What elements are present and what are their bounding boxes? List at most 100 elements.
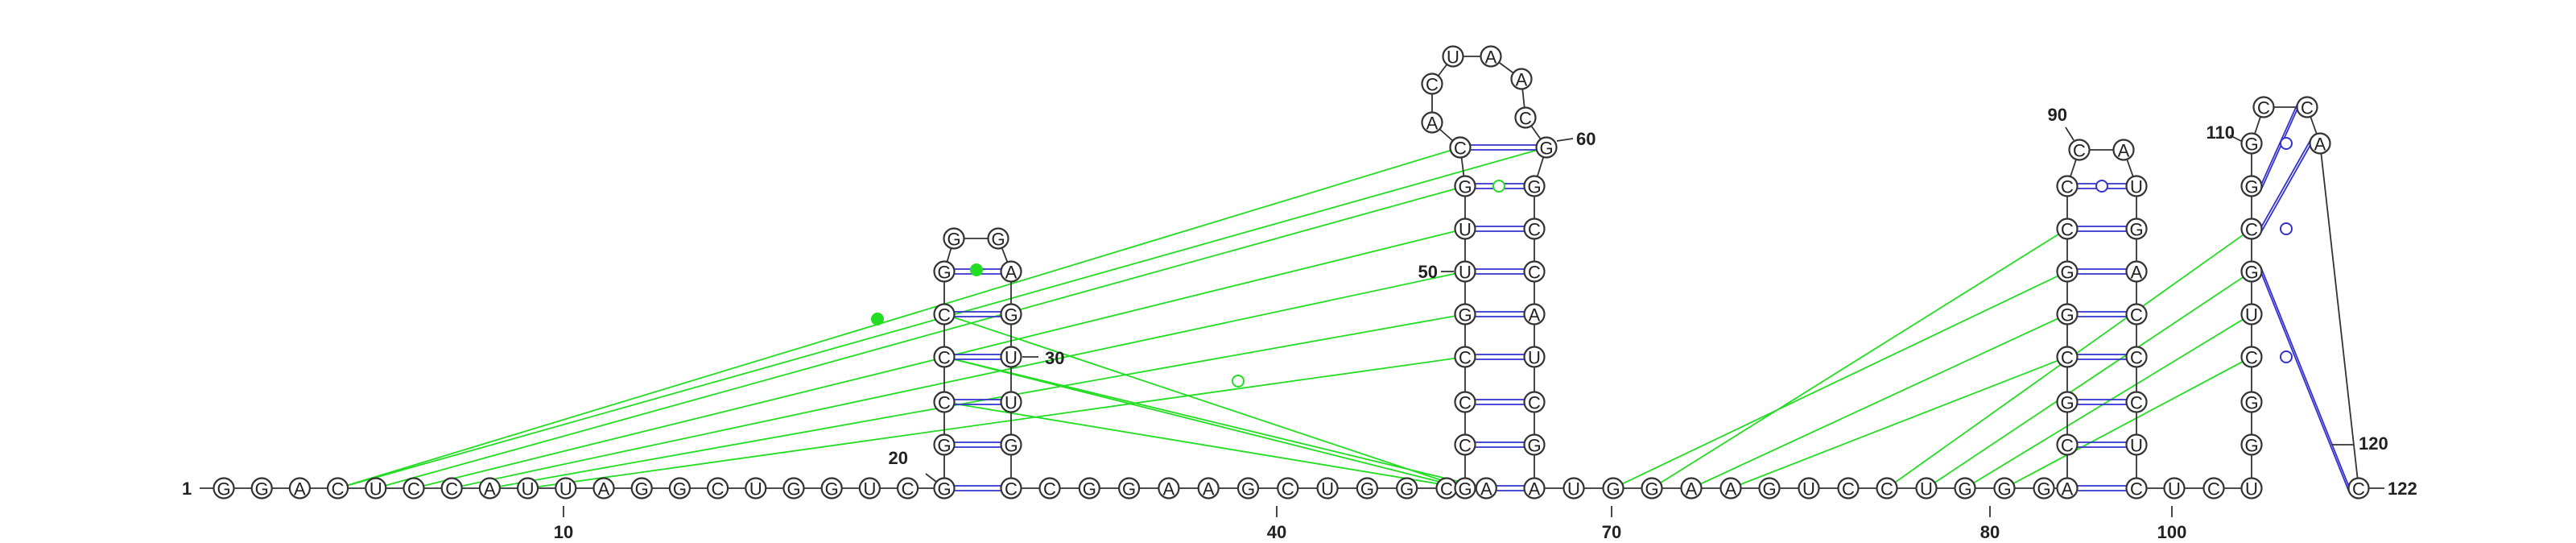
svg-text:G: G — [2244, 393, 2258, 413]
svg-text:C: C — [1842, 479, 1855, 499]
svg-text:C: C — [2245, 348, 2258, 368]
nucleotide: G — [2240, 433, 2263, 456]
svg-text:A: A — [1163, 479, 1175, 499]
nucleotide: C — [933, 346, 956, 368]
nucleotide: C — [2056, 346, 2079, 368]
nucleotide: C — [2068, 139, 2091, 161]
nucleotide: G — [2240, 132, 2263, 155]
nucleotide: G — [1954, 477, 1976, 499]
nucleotide: C — [327, 477, 349, 499]
svg-text:C: C — [2257, 98, 2270, 118]
svg-text:G: G — [673, 479, 687, 499]
nucleotide: A — [2056, 477, 2079, 499]
axis-tick-label: 100 — [2157, 522, 2187, 542]
nucleotide: A — [592, 477, 615, 499]
svg-text:C: C — [938, 348, 951, 368]
svg-text:C: C — [332, 479, 345, 499]
nucleotide: G — [933, 260, 956, 283]
svg-text:C: C — [1043, 479, 1056, 499]
svg-text:C: C — [2061, 220, 2074, 240]
base-pair-layer — [871, 104, 2350, 491]
nucleotide: U — [1563, 477, 1585, 499]
svg-text:C: C — [1459, 436, 1472, 456]
svg-text:U: U — [369, 479, 382, 499]
svg-text:C: C — [2245, 220, 2258, 240]
tertiary-interaction-line — [375, 185, 1466, 489]
svg-text:G: G — [1458, 305, 1472, 325]
svg-text:C: C — [1519, 109, 1532, 129]
noncanonical-pair-marker — [2095, 180, 2108, 193]
svg-text:U: U — [1528, 348, 1541, 368]
nucleotide: G — [1078, 477, 1100, 499]
svg-text:C: C — [2130, 348, 2143, 368]
svg-text:G: G — [1004, 436, 1018, 456]
nucleotide: G — [1523, 433, 1546, 456]
nucleotide: G — [250, 477, 273, 499]
position-label-connector — [1556, 138, 1574, 142]
nucleotide: C — [1435, 477, 1458, 499]
nucleotide: G — [1454, 477, 1476, 499]
svg-text:G: G — [217, 479, 230, 499]
svg-text:G: G — [2060, 305, 2074, 325]
position-label: 110 — [2207, 122, 2235, 143]
nucleotide: G — [668, 477, 691, 499]
nucleotide: U — [1442, 45, 1464, 68]
nucleotide: U — [1316, 477, 1339, 499]
nucleotide: G — [630, 477, 653, 499]
nucleotide: U — [858, 477, 881, 499]
svg-text:U: U — [1802, 479, 1815, 499]
svg-text:C: C — [1880, 479, 1893, 499]
nucleotide: C — [2296, 96, 2318, 118]
svg-text:U: U — [2168, 479, 2181, 499]
nucleotide: C — [1000, 477, 1022, 499]
svg-text:U: U — [863, 479, 876, 499]
nucleotide: G — [2125, 218, 2148, 240]
nucleotide: U — [1798, 477, 1820, 499]
nucleotide: C — [1523, 260, 1546, 283]
nucleotide: U — [1915, 477, 1938, 499]
axis-tick-label: 70 — [1602, 522, 1621, 542]
svg-text:C: C — [2130, 479, 2143, 499]
position-label: 60 — [1576, 129, 1596, 149]
nucleotide: G — [782, 477, 805, 499]
svg-text:G: G — [1458, 177, 1472, 197]
tertiary-interaction-line — [943, 356, 1487, 489]
nucleotide: C — [896, 477, 919, 499]
svg-text:C: C — [1426, 75, 1439, 95]
svg-text:C: C — [938, 393, 951, 413]
nucleotide: C — [2056, 433, 2079, 456]
svg-text:U: U — [1459, 220, 1472, 240]
svg-text:C: C — [1459, 393, 1472, 413]
nucleotide: C — [933, 391, 956, 413]
nucleotide: A — [1158, 477, 1180, 499]
nucleotide: G — [1535, 136, 1558, 159]
position-label: 20 — [889, 448, 908, 468]
tertiary-interaction-line — [2004, 356, 2252, 489]
position-label: 120 — [2359, 433, 2388, 454]
base-pair-line — [2260, 140, 2311, 227]
nucleotide: G — [1356, 477, 1379, 499]
svg-text:G: G — [1400, 479, 1414, 499]
nucleotide: A — [2309, 132, 2331, 155]
tertiary-interaction-line — [1964, 313, 2252, 489]
svg-text:A: A — [2131, 263, 2143, 283]
svg-text:C: C — [2352, 479, 2365, 499]
svg-text:C: C — [1454, 139, 1467, 159]
svg-text:U: U — [522, 479, 535, 499]
tertiary-interaction-line — [337, 147, 1461, 489]
svg-text:C: C — [938, 305, 951, 325]
svg-text:U: U — [1567, 479, 1580, 499]
nucleotide: C — [2252, 96, 2275, 118]
nucleotide: U — [2240, 477, 2263, 499]
svg-text:G: G — [1606, 479, 1620, 499]
axis-tick-label: 80 — [1980, 522, 2000, 542]
svg-text:G: G — [2060, 393, 2074, 413]
noncanonical-pair-marker — [871, 313, 884, 325]
svg-text:G: G — [635, 479, 649, 499]
svg-text:C: C — [902, 479, 914, 499]
nucleotide: U — [2125, 175, 2148, 197]
nucleotide: C — [2125, 391, 2148, 413]
svg-text:U: U — [2245, 305, 2258, 325]
nucleotide: G — [820, 477, 843, 499]
svg-text:G: G — [2244, 177, 2258, 197]
